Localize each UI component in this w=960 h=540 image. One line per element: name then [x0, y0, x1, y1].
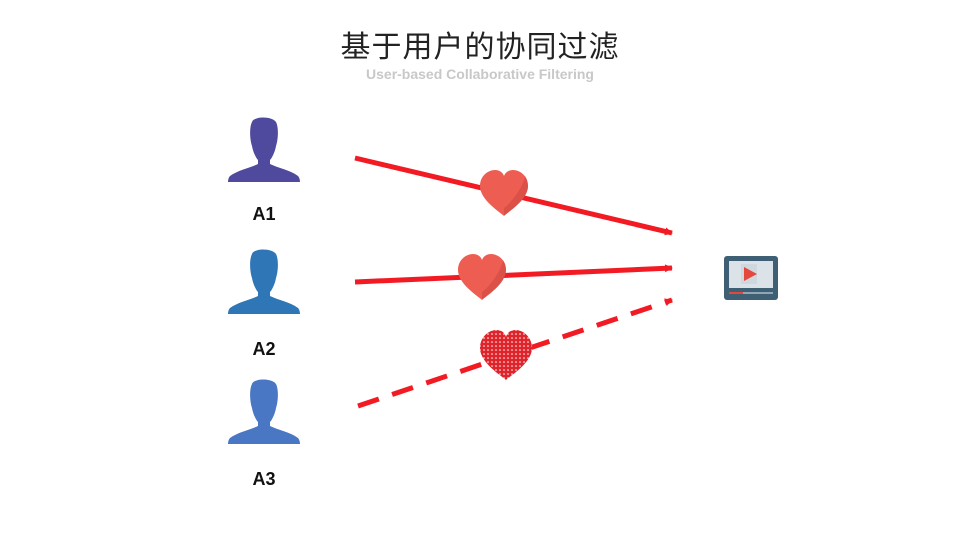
heart-icon-a2: [458, 254, 506, 300]
user-label-a1: A1: [252, 204, 276, 224]
heart-icon-a1: [480, 170, 528, 216]
video-player-icon: [724, 256, 778, 300]
user-a3-icon: [228, 379, 300, 444]
page-subtitle: User-based Collaborative Filtering: [366, 66, 594, 82]
dotted-heart-icon-a3: [480, 330, 532, 380]
user-a2-icon: [228, 249, 300, 314]
arrow-a2-to-item: [354, 264, 673, 285]
user-label-a2: A2: [252, 339, 276, 359]
page-title: 基于用户的协同过滤: [340, 30, 620, 65]
user-a1-icon: [228, 117, 300, 182]
user-label-a3: A3: [252, 469, 276, 489]
